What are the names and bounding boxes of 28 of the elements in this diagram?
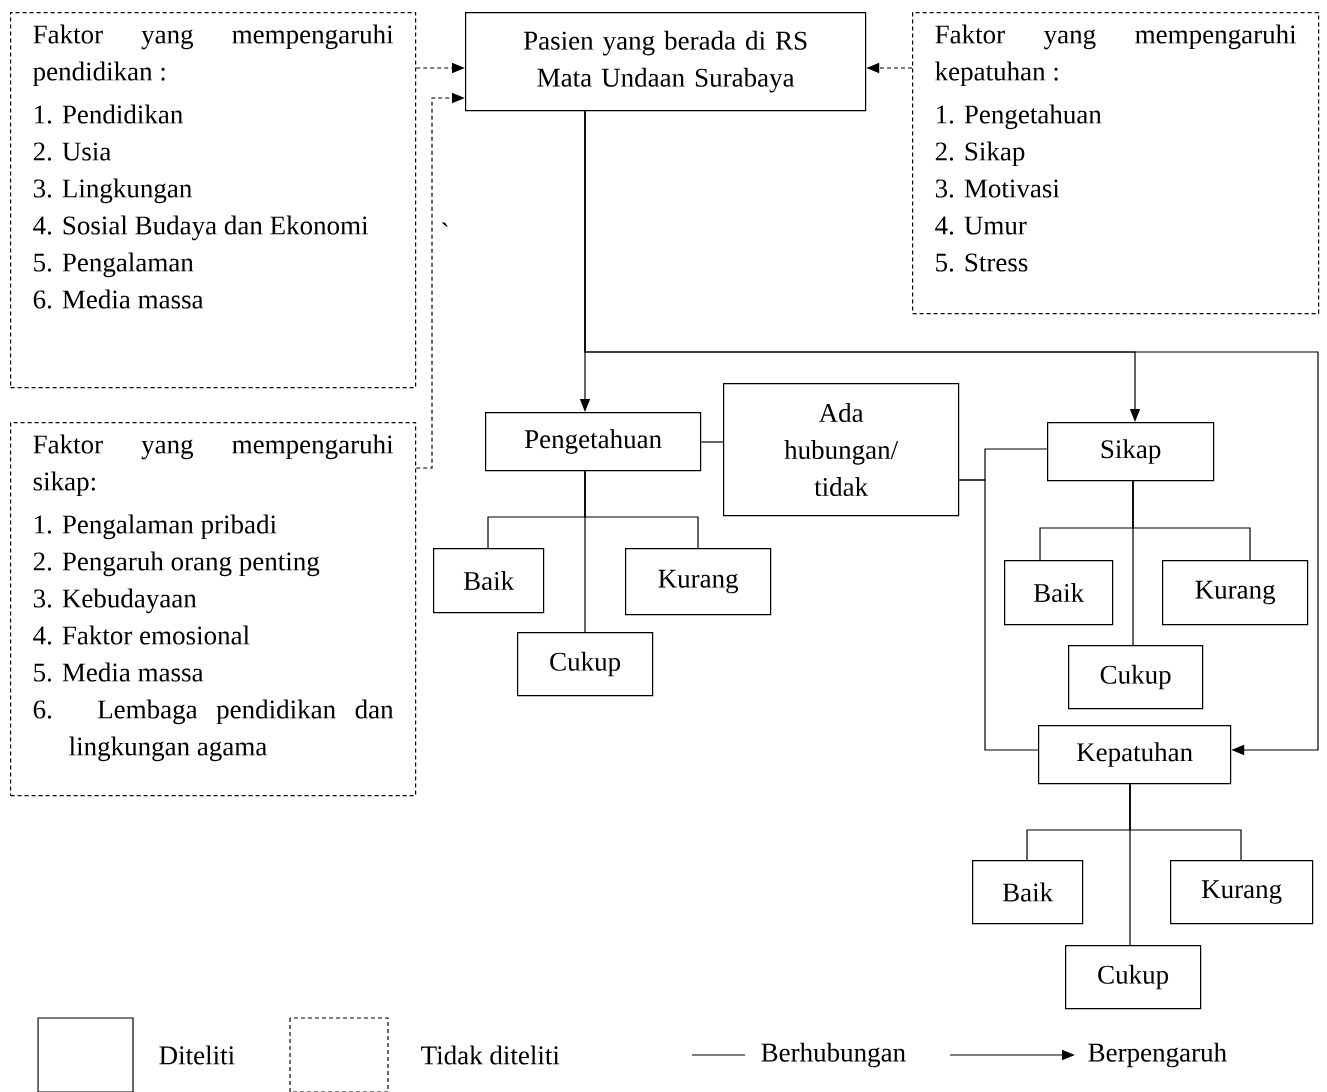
- arrow: [584, 110, 1319, 756]
- category-box: Cukup: [1065, 945, 1202, 1010]
- stray-mark: `: [442, 222, 448, 227]
- connector-line: [1129, 783, 1131, 946]
- category-box: Kurang: [1170, 860, 1314, 925]
- connector-line: [700, 441, 724, 443]
- legend-entry: Berhubungan: [691, 1042, 906, 1068]
- variable-box: Pengetahuan: [485, 412, 702, 472]
- variable-box: Ada hubungan/ tidak: [723, 383, 960, 517]
- connector-line: [584, 470, 586, 633]
- legend-entry: Berpengaruh: [949, 1042, 1227, 1068]
- legend-entry: Tidak diteliti: [289, 1017, 560, 1092]
- variable-box: Kepatuhan: [1038, 725, 1232, 785]
- category-box: Kurang: [1162, 560, 1309, 626]
- category-box: Baik: [972, 860, 1084, 925]
- factor-list-box: Faktor yang mempengaruhi sikap: 1. Pengalaman pribadi 2. Pengaruh orang penting 3. Kebudayaan 4. Faktor emosional 5. Media massa 6. Lembaga pendidikan dan lingkungan agama: [10, 422, 417, 797]
- connector-line: [958, 479, 1039, 751]
- category-box: Cukup: [517, 632, 654, 697]
- connector-line: [1132, 480, 1134, 646]
- category-box: Baik: [433, 548, 545, 614]
- variable-box: Pasien yang berada di RS Mata Undaan Surabaya: [465, 12, 867, 112]
- category-box: Baik: [1004, 560, 1114, 626]
- legend-entry: Diteliti: [37, 1017, 235, 1092]
- factor-list-box: Faktor yang mempengaruhi pendidikan : 1. Pendidikan 2. Usia 3. Lingkungan 4. Sosial Budaya dan Ekonomi 5. Pengalaman 6. Media massa: [10, 12, 417, 389]
- category-box: Kurang: [625, 548, 772, 616]
- factor-list-box: Faktor yang mempengaruhi kepatuhan : 1. Pengetahuan 2. Sikap 3. Motivasi 4. Umur 5. Stress: [912, 12, 1320, 315]
- category-box: Cukup: [1068, 645, 1204, 710]
- variable-box: Sikap: [1047, 422, 1215, 482]
